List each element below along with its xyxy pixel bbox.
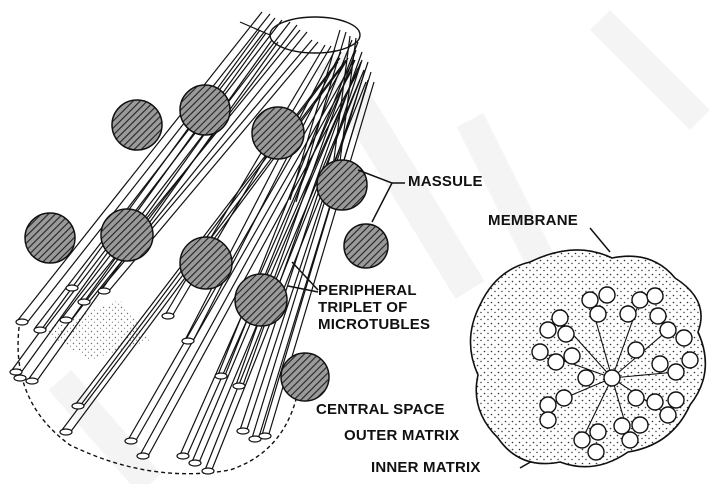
label-massule: MASSULE [408, 173, 483, 190]
central-space-dot [604, 370, 620, 386]
label-inner-matrix: INNER MATRIX [371, 459, 481, 476]
label-central-space: CENTRAL SPACE [316, 401, 445, 418]
label-outer-matrix: OUTER MATRIX [344, 427, 459, 444]
label-peripheral-triplet: PERIPHERAL TRIPLET OF MICROTUBLES [318, 282, 430, 333]
label-peripheral-line-1: PERIPHERAL [318, 282, 430, 299]
label-peripheral-line-2: TRIPLET OF [318, 299, 430, 316]
label-membrane: MEMBRANE [488, 212, 578, 229]
label-peripheral-line-3: MICROTUBLES [318, 316, 430, 333]
